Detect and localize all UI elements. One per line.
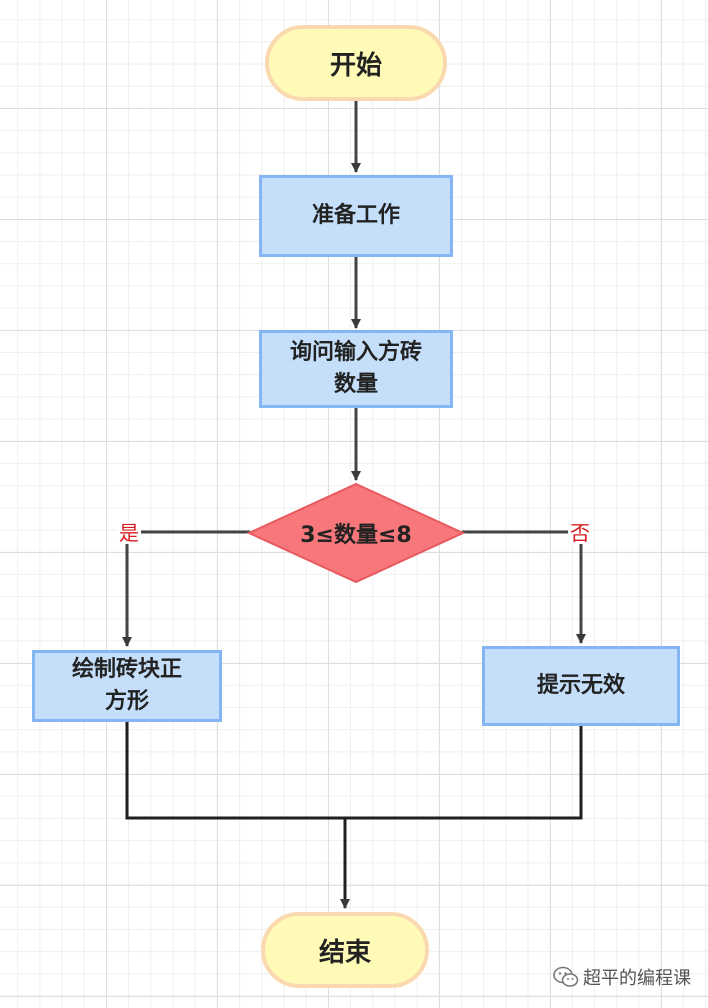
decision-text: 3≤数量≤8 [300, 523, 412, 548]
wechat-icon [553, 966, 579, 987]
decision-diamond [246, 482, 466, 584]
ask-input-node: 询问输入方砖数量 [259, 330, 453, 408]
end-label: 结束 [318, 937, 371, 968]
arrow-decision-no [462, 530, 586, 644]
line-invalid-to-merge [345, 725, 583, 820]
start-label: 开始 [329, 50, 382, 81]
ask-input-label: 询问输入方砖数量 [290, 340, 423, 397]
draw-square-node: 绘制砖块正方形 [32, 650, 222, 722]
watermark: 超平的编程课 [553, 964, 691, 990]
decision-label: 3≤数量≤8 [256, 512, 456, 554]
prepare-label: 准备工作 [311, 203, 400, 228]
start-node: 开始 [265, 25, 447, 101]
invalid-node: 提示无效 [482, 646, 680, 726]
line-draw-to-merge [125, 721, 345, 820]
invalid-label: 提示无效 [536, 673, 625, 698]
prepare-node: 准备工作 [259, 175, 453, 257]
watermark-text: 超平的编程课 [583, 968, 691, 989]
branch-no-label: 否 [568, 521, 592, 545]
branch-yes-label: 是 [117, 521, 141, 545]
draw-square-label: 绘制砖块正方形 [71, 657, 182, 714]
end-node: 结束 [261, 912, 429, 988]
arrow-decision-yes [122, 530, 250, 647]
